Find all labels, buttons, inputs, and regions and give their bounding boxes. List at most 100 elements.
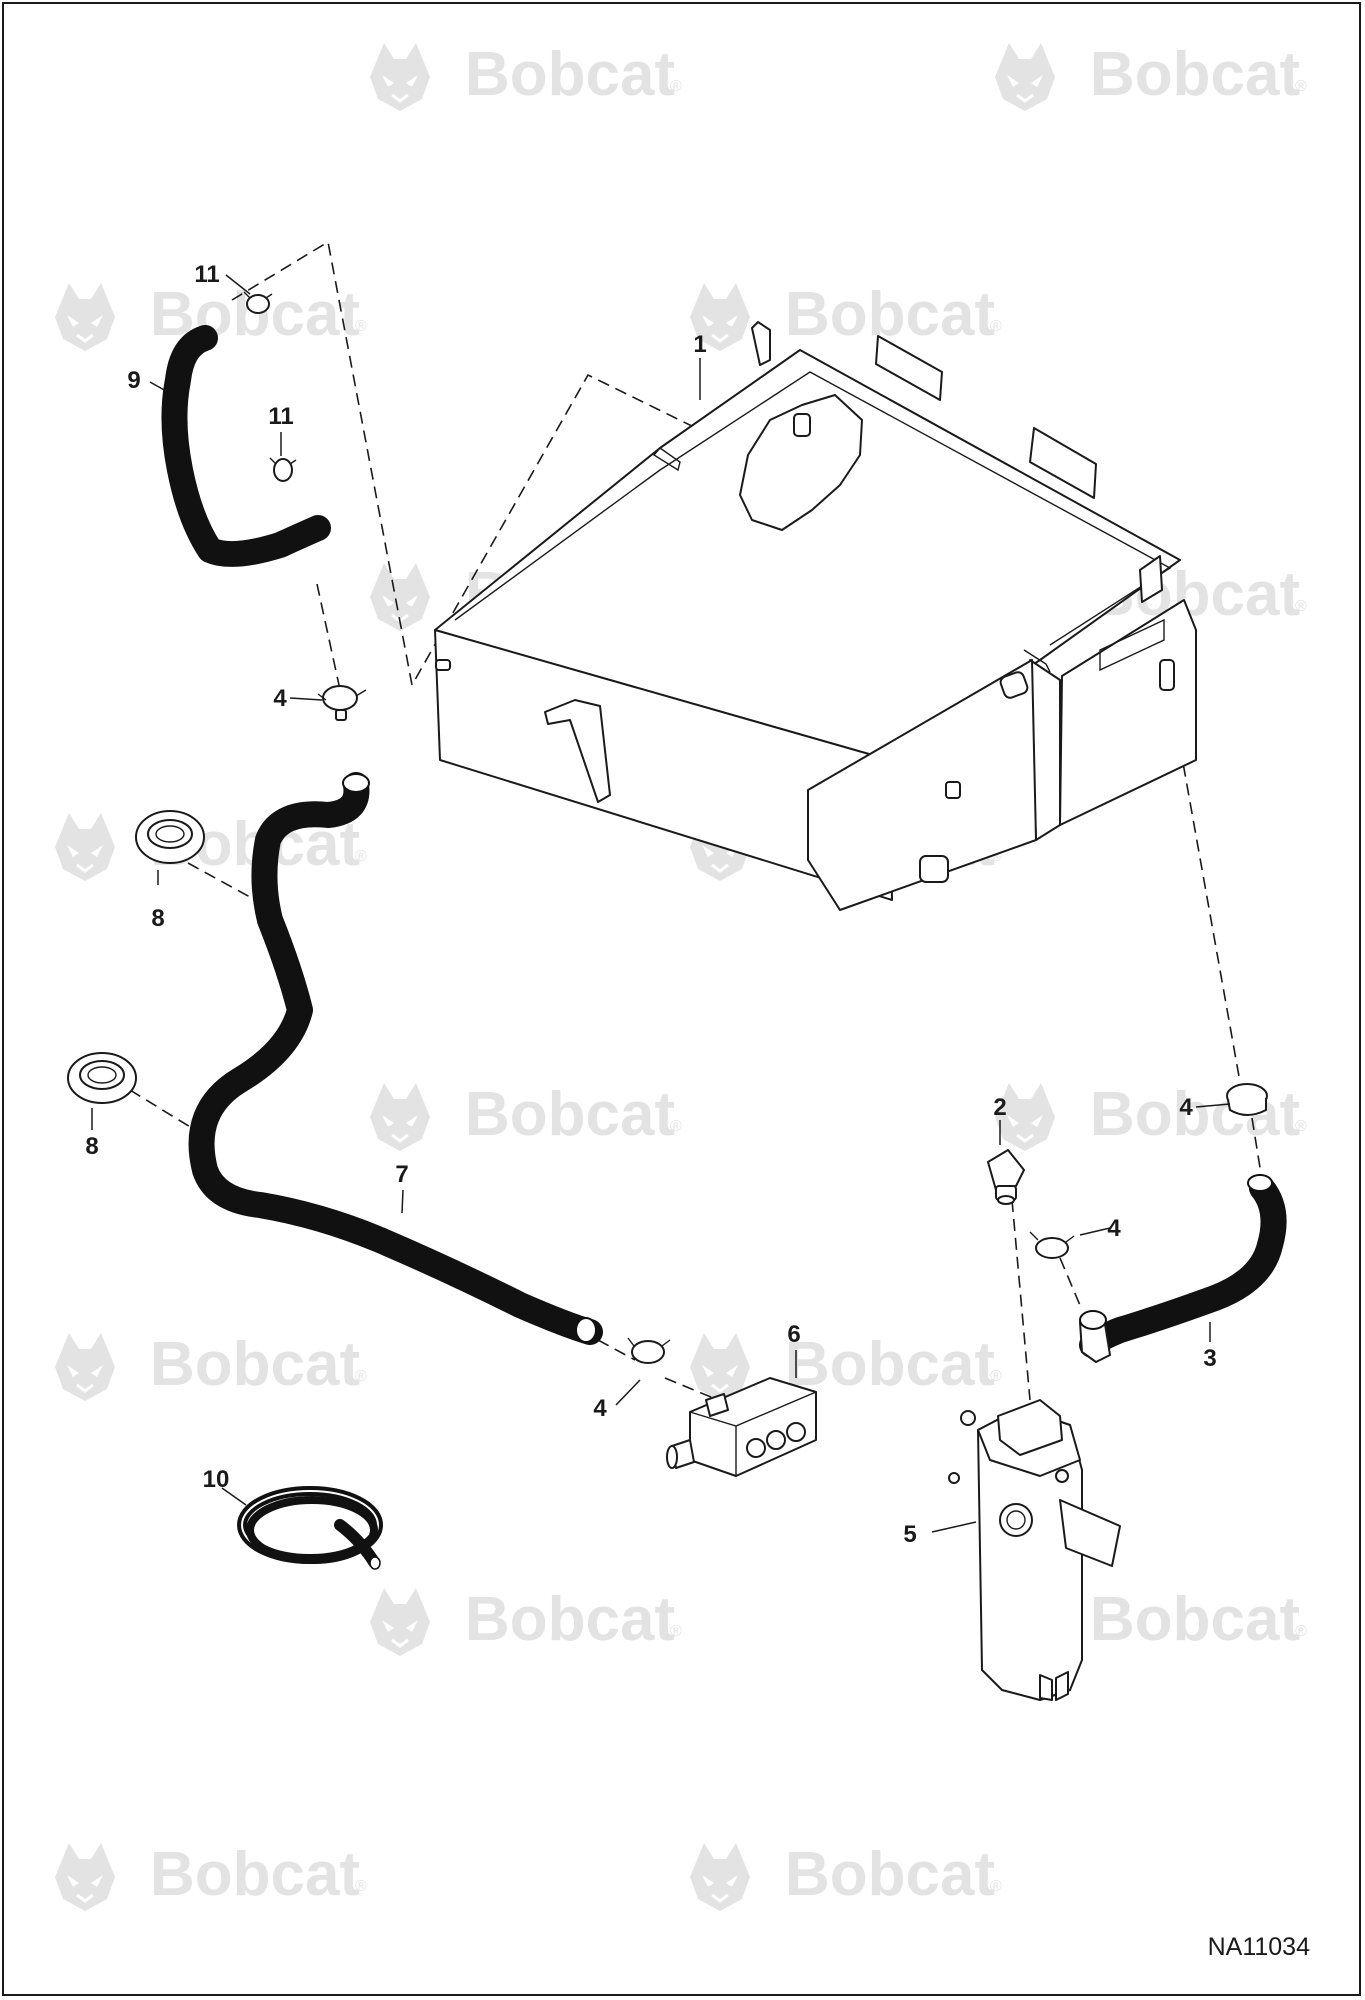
watermark-text: Bobcat bbox=[1090, 1585, 1300, 1654]
tank-inner-fitting bbox=[793, 413, 811, 437]
watermark-registered-mark: ® bbox=[990, 1878, 1002, 1895]
bobcat-logo-icon bbox=[53, 811, 117, 883]
watermark-text: Bobcat bbox=[785, 1330, 995, 1399]
callout-6: 6 bbox=[787, 1321, 800, 1348]
callout-4-middle: 4 bbox=[1107, 1215, 1121, 1242]
callout-11-lower: 11 bbox=[268, 403, 293, 430]
tank-side-bracket bbox=[544, 699, 611, 803]
clamp-11-top bbox=[243, 291, 273, 314]
tank-front bbox=[434, 629, 893, 901]
bobcat-logo-icon bbox=[53, 1331, 117, 1403]
watermark-registered-mark: ® bbox=[670, 1623, 682, 1640]
clamp-4-middle bbox=[1029, 1231, 1075, 1259]
watermark: Bobcat® bbox=[53, 1330, 367, 1403]
assembly-line-sensor bbox=[1011, 1199, 1031, 1401]
watermark-text: Bobcat bbox=[465, 40, 675, 109]
callout-4-bottom: 4 bbox=[593, 1395, 607, 1422]
hose-7-top-end bbox=[342, 773, 370, 793]
valve-block-6 bbox=[666, 1377, 817, 1477]
clamp-4-right bbox=[1226, 1083, 1268, 1116]
watermark-text: Bobcat bbox=[785, 280, 995, 349]
watermark-registered-mark: ® bbox=[670, 1118, 682, 1135]
tank-bracket-right bbox=[1029, 427, 1097, 499]
watermark-registered-mark: ® bbox=[355, 1878, 367, 1895]
reservoir-5 bbox=[948, 1399, 1121, 1701]
callout-7: 7 bbox=[395, 1161, 408, 1188]
tank-nozzle-left bbox=[435, 659, 451, 671]
watermark: Bobcat® bbox=[688, 1330, 1002, 1403]
leader-lines bbox=[91, 274, 1231, 1533]
tank-outlet-right bbox=[1159, 659, 1175, 691]
watermark: Bobcat® bbox=[53, 1840, 367, 1913]
clamp-4-bottom bbox=[627, 1337, 671, 1364]
tank-seam-right bbox=[1023, 649, 1051, 673]
assembly-line-upper bbox=[231, 240, 701, 688]
watermark: Bobcat® bbox=[993, 40, 1307, 113]
coolant-tank bbox=[434, 321, 1197, 911]
callout-labels: 1 2 3 4 4 4 4 5 6 7 8 8 9 10 11 11 bbox=[85, 261, 1216, 1548]
callout-5: 5 bbox=[903, 1521, 916, 1548]
watermark-registered-mark: ® bbox=[1295, 1623, 1307, 1640]
watermark-registered-mark: ® bbox=[990, 318, 1002, 335]
tank-seam-left bbox=[652, 447, 681, 472]
watermark-text: Bobcat bbox=[785, 1840, 995, 1909]
bobcat-logo-icon bbox=[688, 1841, 752, 1913]
watermark-text: Bobcat bbox=[1090, 40, 1300, 109]
assembly-line-clamp-bottom bbox=[597, 1339, 636, 1361]
assembly-line-valve bbox=[664, 1377, 719, 1401]
tank-cap bbox=[999, 671, 1029, 699]
watermark-text: Bobcat bbox=[465, 1080, 675, 1149]
tank-cutaway bbox=[739, 394, 863, 531]
watermark: Bobcat® bbox=[993, 1585, 1307, 1658]
hose-3 bbox=[1079, 1174, 1287, 1363]
tank-hook-left bbox=[751, 321, 771, 366]
callout-2: 2 bbox=[993, 1094, 1006, 1121]
watermark-registered-mark: ® bbox=[355, 1368, 367, 1385]
hose-10-coil bbox=[237, 1486, 383, 1570]
watermark-text: Bobcat bbox=[150, 1840, 360, 1909]
callout-4-upper: 4 bbox=[273, 685, 287, 712]
hose-9 bbox=[161, 325, 331, 567]
hose-3-end bbox=[1079, 1310, 1107, 1330]
tank-port-front bbox=[945, 781, 961, 799]
tank-label-plate bbox=[1099, 618, 1165, 672]
hose-7 bbox=[188, 772, 603, 1345]
reference-id: NA11034 bbox=[1208, 1933, 1310, 1961]
watermark-text: Bobcat bbox=[150, 1330, 360, 1399]
watermark: Bobcat® bbox=[368, 1080, 682, 1153]
bobcat-logo-icon bbox=[368, 1081, 432, 1153]
watermark: Bobcat® bbox=[368, 40, 682, 113]
watermark-text: Bobcat bbox=[465, 1585, 675, 1654]
callout-1: 1 bbox=[693, 331, 706, 358]
bobcat-logo-icon bbox=[53, 1841, 117, 1913]
bobcat-logo-icon bbox=[53, 281, 117, 353]
callout-8-upper: 8 bbox=[151, 905, 164, 932]
callout-8-lower: 8 bbox=[85, 1133, 98, 1160]
tank-right-face bbox=[1059, 599, 1197, 826]
watermark-registered-mark: ® bbox=[670, 78, 682, 95]
callout-11-top: 11 bbox=[194, 261, 219, 288]
tank-bracket-rear bbox=[875, 335, 943, 401]
watermark: Bobcat® bbox=[368, 1585, 682, 1658]
callout-3: 3 bbox=[1203, 1345, 1216, 1372]
callout-10: 10 bbox=[203, 1466, 230, 1493]
clamp-4-upper bbox=[317, 685, 367, 721]
hose-3-top-end bbox=[1247, 1174, 1273, 1192]
watermark: Bobcat® bbox=[688, 1840, 1002, 1913]
watermark-registered-mark: ® bbox=[990, 1368, 1002, 1385]
watermark-registered-mark: ® bbox=[355, 848, 367, 865]
watermark-registered-mark: ® bbox=[1295, 598, 1307, 615]
watermark-text: Bobcat bbox=[1090, 1080, 1300, 1149]
hose-7-end bbox=[575, 1317, 597, 1343]
tank-hook-right bbox=[1139, 555, 1163, 603]
watermark-registered-mark: ® bbox=[1295, 1118, 1307, 1135]
watermark-registered-mark: ® bbox=[1295, 78, 1307, 95]
assembly-line-clamp-middle bbox=[1059, 1257, 1083, 1311]
tank-outlet-bottom bbox=[919, 855, 949, 883]
assembly-line-grommet-lower bbox=[129, 1089, 201, 1134]
bobcat-logo-icon bbox=[368, 1586, 432, 1658]
callout-4-right: 4 bbox=[1179, 1094, 1193, 1121]
grommet-8-upper bbox=[135, 810, 205, 864]
bobcat-logo-icon bbox=[993, 41, 1057, 113]
